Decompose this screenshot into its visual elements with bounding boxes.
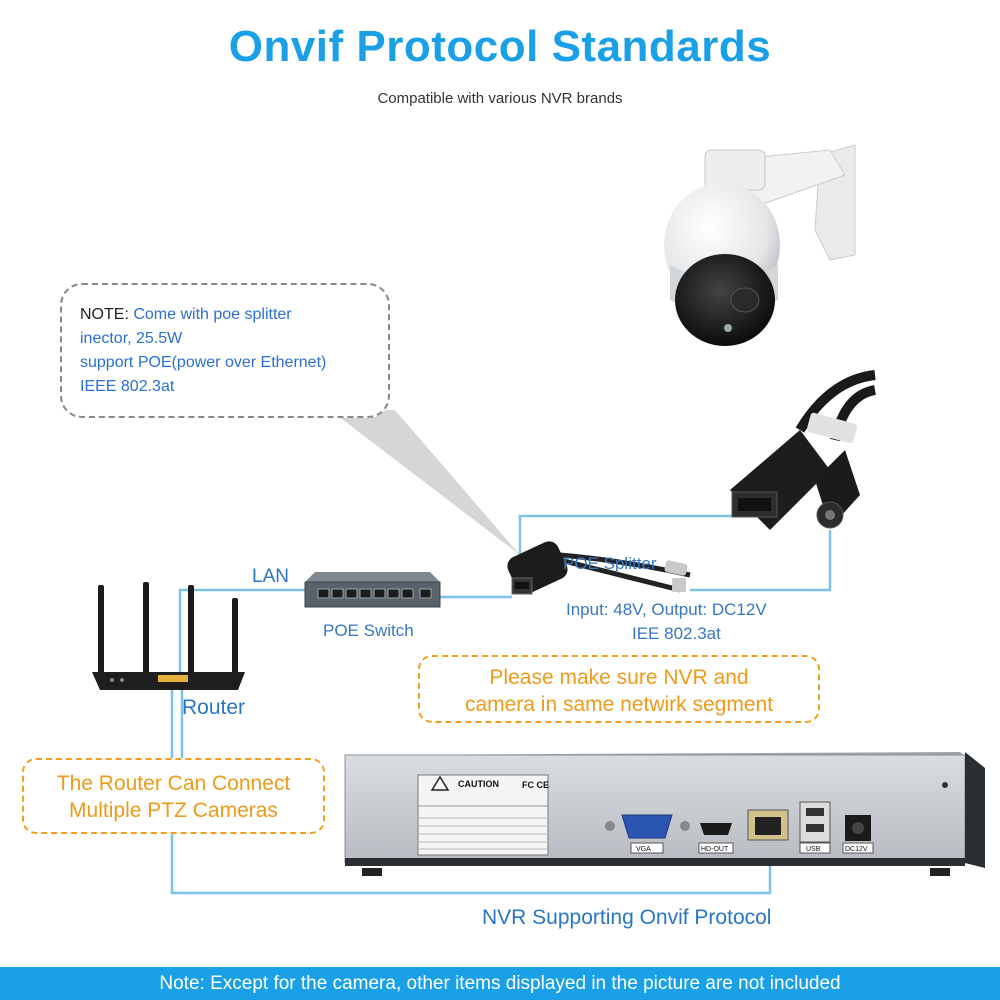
poe-switch-icon: [304, 572, 441, 608]
nvr-port-dc12v: DC12V: [845, 846, 868, 853]
nvr-port-hdout: HD-OUT: [701, 846, 729, 853]
splitter-spec-1: Input: 48V, Output: DC12V: [566, 600, 767, 619]
note-text-4: IEEE 802.3at: [80, 378, 175, 395]
note-text-2: inector, 25.5W: [80, 330, 183, 347]
page-title: Onvif Protocol Standards: [228, 22, 772, 71]
ptz-camera-icon: [664, 144, 856, 346]
note-text-3: support POE(power over Ethernet): [80, 354, 327, 371]
nvr-port-vga: VGA: [636, 846, 651, 853]
lan-label: LAN: [252, 566, 289, 587]
segment-line-1: Please make sure NVR and: [489, 666, 749, 689]
router-multiple-callout: The Router Can Connect Multiple PTZ Came…: [22, 758, 325, 834]
camera-cable: [795, 370, 877, 444]
splitter-spec-2: IEE 802.3at: [632, 624, 721, 643]
dc-jack-icon: [815, 450, 860, 529]
note-line-1: NOTE: Come with poe splitter: [80, 303, 370, 327]
network-segment-callout: Please make sure NVR and camera in same …: [418, 655, 820, 723]
poe-splitter-icon: [507, 541, 691, 595]
note-prefix: NOTE:: [80, 306, 129, 323]
rj45-connector-icon: [730, 430, 830, 530]
poe-splitter-label: POE Splitter: [563, 554, 657, 573]
poe-switch-label: POE Switch: [323, 621, 414, 640]
router-icon: [92, 582, 245, 690]
router-callout-line-2: Multiple PTZ Cameras: [69, 799, 278, 822]
segment-line-2: camera in same netwirk segment: [464, 693, 774, 716]
note-pointer: [330, 410, 520, 555]
router-callout-line-1: The Router Can Connect: [56, 772, 291, 795]
note-text-1: Come with poe splitter: [133, 306, 292, 323]
nvr-fcc-label: FC CE: [522, 780, 549, 790]
page-subtitle: Compatible with various NVR brands: [377, 90, 623, 107]
nvr-label: NVR Supporting Onvif Protocol: [482, 906, 772, 929]
nvr-device-icon: [344, 752, 985, 876]
note-callout: NOTE: Come with poe splitter inector, 25…: [60, 283, 390, 418]
nvr-port-usb: USB: [806, 846, 821, 853]
footer-note: Note: Except for the camera, other items…: [0, 967, 1000, 1000]
router-label: Router: [182, 696, 246, 719]
nvr-caution-label: CAUTION: [458, 779, 499, 789]
